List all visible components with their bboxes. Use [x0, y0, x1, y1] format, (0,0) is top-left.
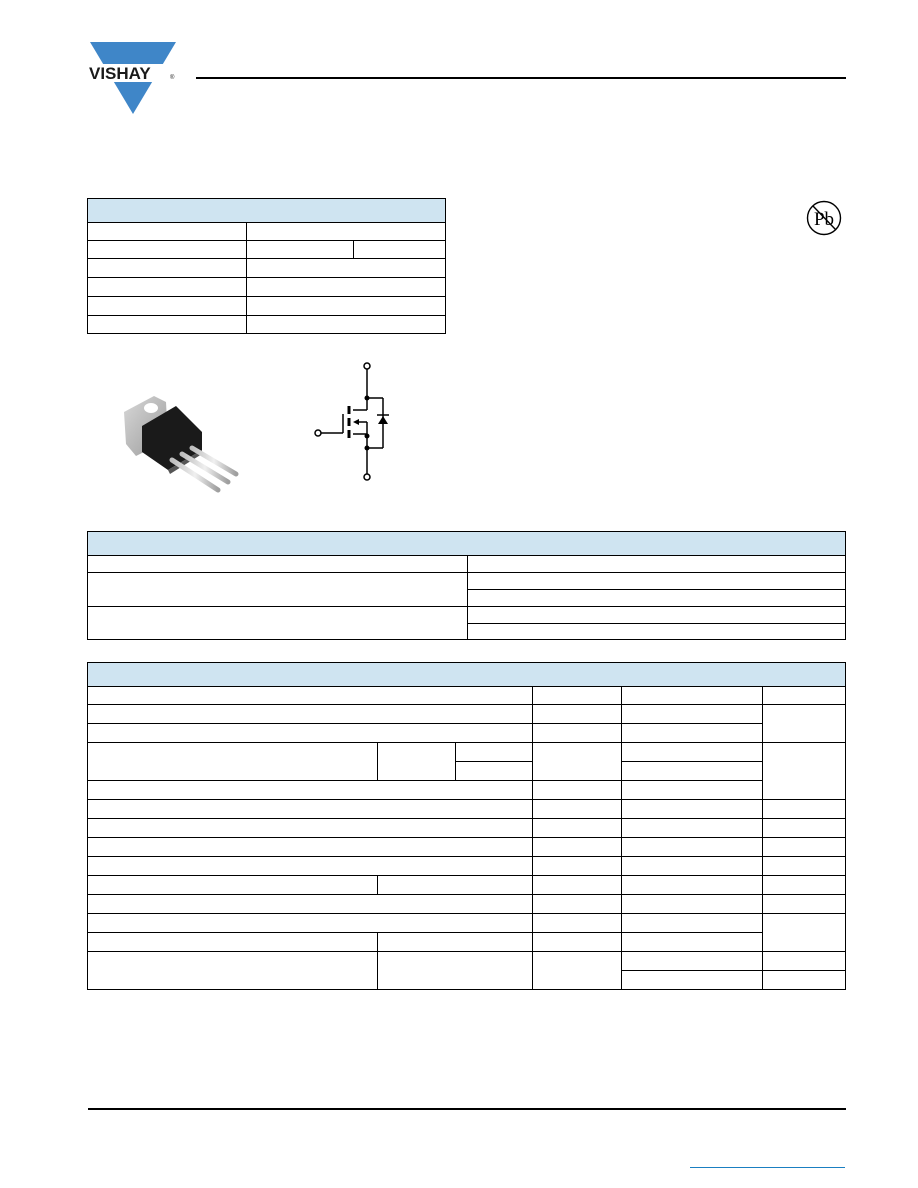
table-cell [87, 704, 533, 724]
footer-rule [88, 1108, 846, 1110]
table-cell [377, 932, 533, 952]
table-cell [87, 780, 533, 800]
table-cell [761, 818, 847, 838]
ordering-information-table [87, 531, 846, 640]
table-cell [621, 818, 763, 838]
table-cell [87, 222, 247, 241]
table-cell [621, 875, 763, 895]
table-cell [532, 913, 622, 933]
header-rule [196, 77, 846, 79]
table-cell [87, 258, 247, 278]
table-cell [532, 799, 622, 819]
table-header [87, 531, 846, 556]
table-cell [467, 589, 846, 607]
table-cell [621, 913, 763, 933]
svg-text:Pb: Pb [814, 209, 834, 230]
table-cell [621, 856, 763, 876]
table-cell [87, 818, 533, 838]
table-cell [87, 572, 468, 607]
table-cell [621, 799, 763, 819]
table-cell [87, 913, 533, 933]
table-cell [761, 856, 847, 876]
table-cell [246, 240, 354, 259]
table-cell [87, 723, 533, 743]
table-cell [87, 932, 378, 952]
table-cell [532, 818, 622, 838]
table-cell [87, 315, 247, 334]
table-cell [532, 837, 622, 857]
table-cell [532, 742, 622, 781]
table-cell [467, 606, 846, 624]
table-cell [621, 686, 763, 705]
table-cell [532, 951, 622, 990]
n-channel-mosfet-schematic [314, 362, 389, 481]
table-cell [245, 315, 447, 334]
table-cell [377, 951, 533, 990]
table-cell [87, 296, 247, 316]
table-cell [245, 277, 447, 297]
table-cell [87, 686, 533, 705]
svg-text:®: ® [170, 74, 175, 81]
table-cell [532, 856, 622, 876]
table-cell [761, 837, 847, 857]
table-cell [87, 742, 378, 781]
table-cell [467, 555, 846, 573]
table-cell [245, 296, 447, 316]
product-summary-table [86, 198, 447, 334]
table-cell [761, 894, 847, 914]
table-cell [621, 761, 763, 781]
table-cell [377, 875, 533, 895]
table-cell [621, 837, 763, 857]
table-cell [761, 970, 847, 990]
table-cell [87, 894, 533, 914]
table-cell [245, 258, 447, 278]
table-cell [621, 970, 763, 990]
table-cell [621, 704, 763, 724]
table-cell [621, 723, 763, 743]
table-cell [532, 932, 622, 952]
table-cell [532, 780, 622, 800]
table-cell [532, 875, 622, 895]
table-cell [87, 856, 533, 876]
lead-free-icon: Pb [806, 200, 842, 236]
table-cell [532, 686, 622, 705]
table-header [86, 662, 847, 687]
table-cell [352, 240, 447, 259]
table-cell [761, 875, 847, 895]
table-cell [455, 742, 533, 762]
table-cell [761, 799, 847, 819]
table-cell [761, 686, 847, 705]
table-cell [532, 704, 622, 724]
table-cell [455, 761, 533, 781]
table-cell [621, 780, 763, 800]
to-220-package-image [124, 396, 239, 493]
table-cell [467, 572, 846, 590]
table-cell [245, 222, 447, 241]
table-cell [621, 932, 763, 952]
table-cell [87, 277, 247, 297]
table-cell [87, 837, 533, 857]
vishay-logo: VISHAY ® [88, 42, 178, 114]
table-cell [87, 240, 247, 259]
absolute-maximum-ratings-table [86, 662, 847, 990]
table-cell [377, 742, 456, 781]
table-cell [761, 704, 847, 743]
table-cell [761, 913, 847, 952]
table-cell [532, 723, 622, 743]
table-cell [621, 894, 763, 914]
table-cell [532, 894, 622, 914]
table-cell [87, 799, 533, 819]
table-cell [621, 951, 763, 971]
table-cell [87, 555, 468, 573]
table-cell [87, 606, 468, 640]
footer-link[interactable] [690, 1167, 845, 1168]
table-cell [87, 875, 378, 895]
table-cell [87, 951, 378, 990]
table-header [86, 198, 447, 223]
table-cell [761, 951, 847, 971]
table-cell [621, 742, 763, 762]
svg-text:VISHAY: VISHAY [89, 64, 151, 83]
table-cell [761, 742, 847, 800]
table-cell [467, 623, 846, 640]
